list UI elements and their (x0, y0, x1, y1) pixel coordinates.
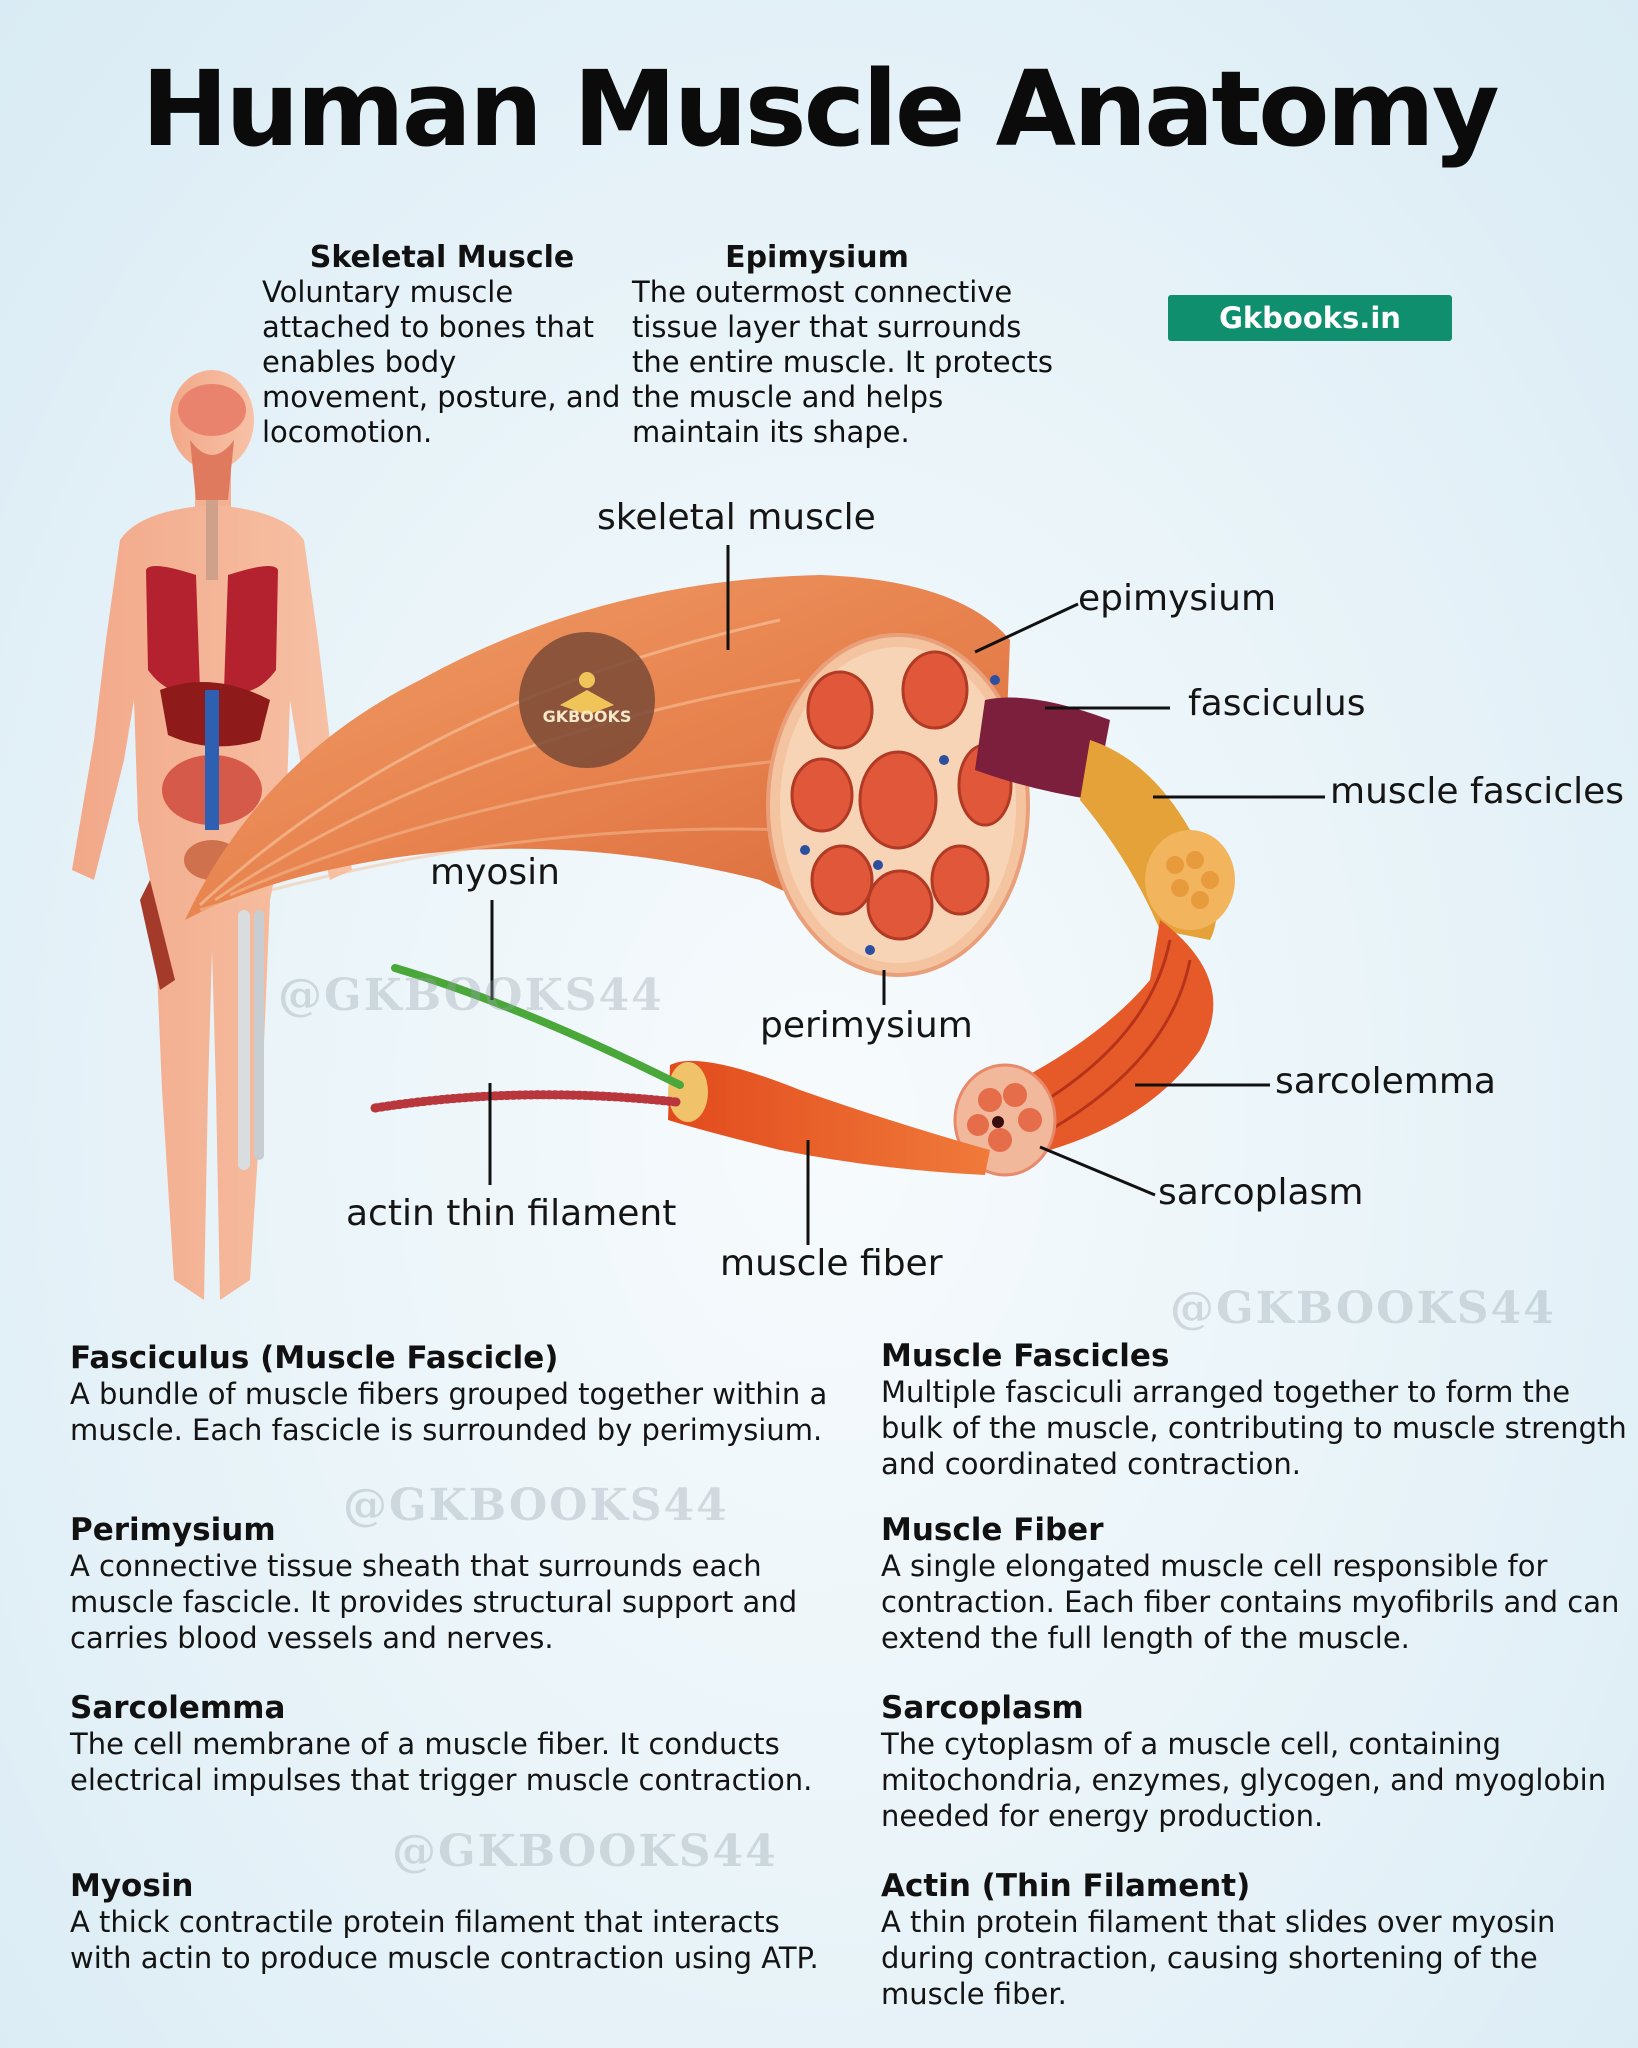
definition-heading: Sarcolemma (70, 1690, 286, 1726)
definition-fasciculus: Fasciculus (Muscle Fascicle) A bundle of… (70, 1340, 830, 1448)
definition-text: Multiple fasciculi arranged together to … (881, 1375, 1627, 1481)
watermark: @GKBOOKS44 (343, 1480, 729, 1531)
definition-heading: Fasciculus (Muscle Fascicle) (70, 1340, 559, 1376)
definition-heading: Muscle Fiber (881, 1512, 1104, 1548)
label-perimysium: perimysium (760, 1005, 973, 1046)
label-actin-thin-filament: actin thin filament (346, 1193, 677, 1234)
epimysium-description: Epimysium The outermost connective tissu… (632, 240, 1072, 450)
definition-text: A bundle of muscle fibers grouped togeth… (70, 1377, 828, 1447)
label-sarcolemma: sarcolemma (1275, 1061, 1496, 1102)
definition-heading: Muscle Fascicles (881, 1338, 1170, 1374)
definition-text: A thin protein filament that slides over… (881, 1905, 1556, 2011)
definition-text: The cell membrane of a muscle fiber. It … (70, 1727, 813, 1797)
definition-text: A thick contractile protein filament tha… (70, 1905, 819, 1975)
definition-sarcoplasm: Sarcoplasm The cytoplasm of a muscle cel… (881, 1690, 1631, 1834)
watermark: @GKBOOKS44 (1170, 1283, 1556, 1334)
label-epimysium: epimysium (1078, 578, 1277, 619)
label-skeletal-muscle: skeletal muscle (597, 497, 876, 538)
definition-muscle-fiber: Muscle Fiber A single elongated muscle c… (881, 1512, 1631, 1656)
label-myosin: myosin (430, 852, 560, 893)
page-title: Human Muscle Anatomy (141, 48, 1499, 170)
definition-text: A connective tissue sheath that surround… (70, 1549, 798, 1655)
epimysium-heading: Epimysium (725, 240, 909, 275)
leader-lines (488, 545, 1325, 1245)
watermark: @GKBOOKS44 (392, 1826, 778, 1877)
watermark: @GKBOOKS44 (278, 970, 664, 1021)
label-muscle-fascicles: muscle fascicles (1330, 771, 1625, 812)
muscle-fascicle-shape (953, 920, 1214, 1177)
muscle-cross-section (766, 633, 1030, 977)
brand-badge[interactable]: Gkbooks.in (1168, 295, 1452, 341)
definition-heading: Myosin (70, 1868, 194, 1904)
filaments (370, 964, 684, 1113)
label-sarcoplasm: sarcoplasm (1158, 1172, 1364, 1213)
definition-sarcolemma: Sarcolemma The cell membrane of a muscle… (70, 1690, 830, 1798)
muscle-fiber-shape (668, 1060, 990, 1175)
definition-text: The cytoplasm of a muscle cell, containi… (881, 1727, 1607, 1833)
epimysium-text: The outermost connective tissue layer th… (632, 275, 1054, 449)
skeletal-muscle-description: Skeletal Muscle Voluntary muscle attache… (262, 240, 622, 450)
definition-perimysium: Perimysium A connective tissue sheath th… (70, 1512, 830, 1656)
label-fasciculus: fasciculus (1188, 683, 1366, 724)
gkbooks-logo: GKBOOKS (519, 632, 655, 768)
definition-text: A single elongated muscle cell responsib… (881, 1549, 1620, 1655)
label-muscle-fiber: muscle fiber (720, 1243, 943, 1284)
definition-muscle-fascicles: Muscle Fascicles Multiple fasciculi arra… (881, 1338, 1631, 1482)
fasciculus-shape (975, 697, 1235, 940)
skeletal-muscle-heading: Skeletal Muscle (309, 240, 575, 275)
definition-myosin: Myosin A thick contractile protein filam… (70, 1868, 830, 1976)
definition-heading: Sarcoplasm (881, 1690, 1084, 1726)
definition-actin: Actin (Thin Filament) A thin protein fil… (881, 1868, 1631, 2012)
definition-heading: Perimysium (70, 1512, 276, 1548)
gkbooks-logo-text: GKBOOKS (543, 707, 632, 726)
skeletal-muscle-text: Voluntary muscle attached to bones that … (262, 275, 621, 449)
definition-heading: Actin (Thin Filament) (881, 1868, 1251, 1904)
